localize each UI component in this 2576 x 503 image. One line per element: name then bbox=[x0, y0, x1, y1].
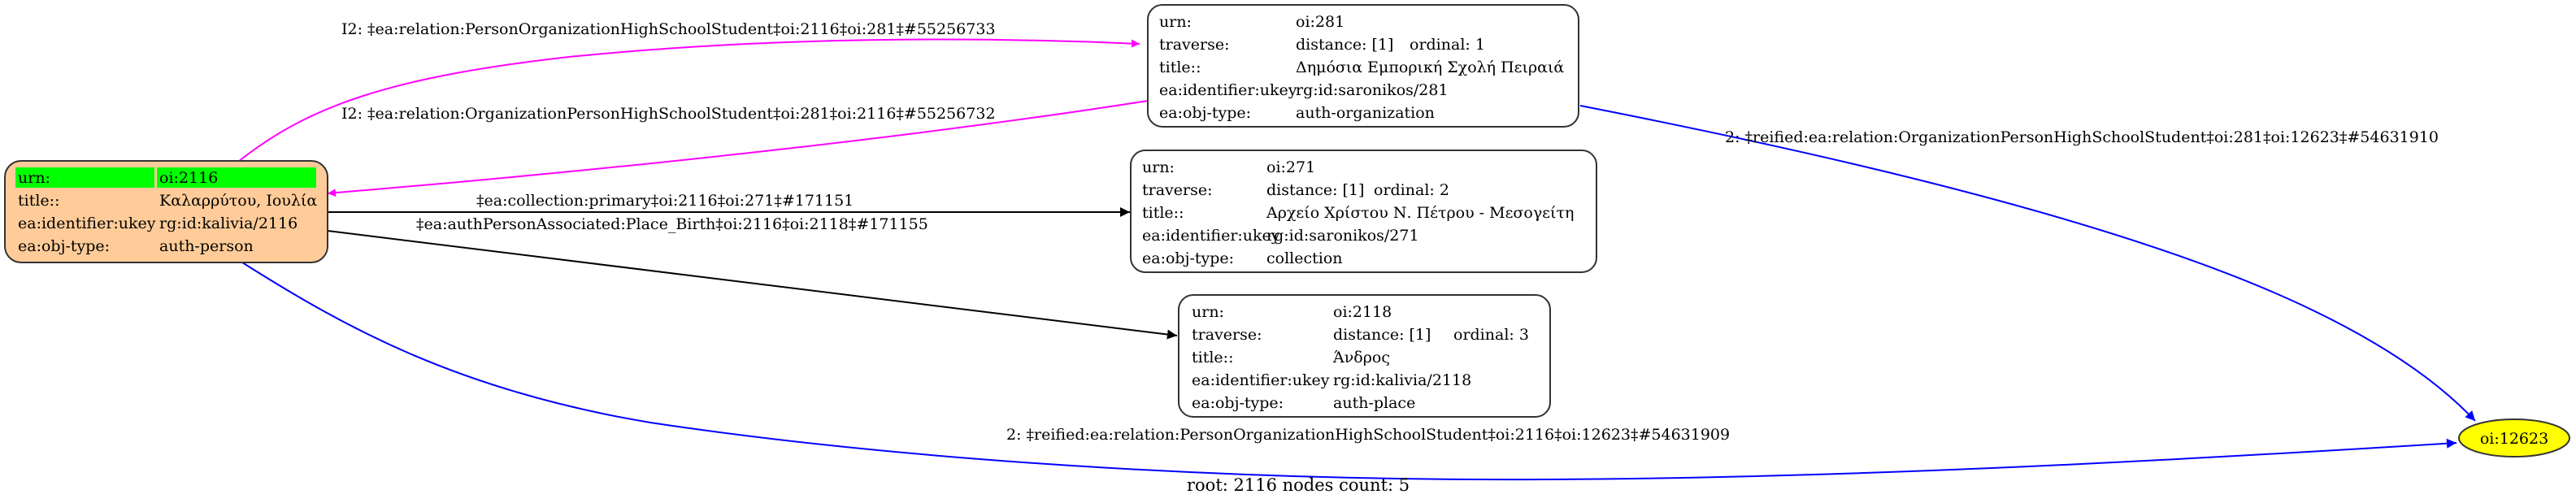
row-key: urn: bbox=[1142, 158, 1175, 176]
row-value: collection bbox=[1266, 249, 1343, 267]
row-value: Καλαρρύτου, Ιουλία bbox=[159, 192, 317, 210]
row-value: rg:id:saronikos/281 bbox=[1296, 81, 1449, 99]
edge-281-to-2116[interactable]: I2: ‡ea:relation:OrganizationPersonHighS… bbox=[327, 100, 1149, 197]
node-box bbox=[1130, 150, 1597, 273]
row-key: title:: bbox=[1159, 59, 1201, 76]
edge-line bbox=[327, 100, 1149, 197]
row-key: title:: bbox=[1142, 204, 1184, 222]
row-value: rg:id:saronikos/271 bbox=[1266, 227, 1419, 245]
row-value: auth-organization bbox=[1296, 104, 1435, 122]
row-key: ea:obj-type: bbox=[1192, 394, 1284, 412]
row-value: auth-place bbox=[1333, 394, 1415, 412]
row-key: ea:identifier:ukey bbox=[1192, 371, 1330, 389]
node-label: oi:12623 bbox=[2480, 430, 2548, 448]
row-key: urn: bbox=[1192, 303, 1224, 321]
row-value: auth-person bbox=[159, 237, 254, 255]
row-value: oi:281 bbox=[1296, 13, 1344, 31]
row-value: oi:2116 bbox=[159, 169, 218, 187]
row-extra: ordinal: 2 bbox=[1374, 181, 1449, 199]
row-value: distance: [1] bbox=[1333, 326, 1431, 344]
edge-label: I2: ‡ea:relation:OrganizationPersonHighS… bbox=[341, 105, 996, 123]
row-key: ea:identifier:ukey bbox=[1142, 227, 1280, 245]
row-value: Αρχείο Χρίστου Ν. Πέτρου - Μεσογείτη bbox=[1266, 204, 1574, 222]
row-key: ea:obj-type: bbox=[1159, 104, 1251, 122]
node-ellipse bbox=[2458, 418, 2570, 457]
edge-line bbox=[237, 38, 1140, 163]
edge-label: ‡ea:authPersonAssociated:Place_Birth‡oi:… bbox=[416, 215, 928, 233]
row-key: urn: bbox=[1159, 13, 1192, 31]
row-extra: ordinal: 3 bbox=[1453, 326, 1529, 344]
edge-label: 2: ‡reified:ea:relation:OrganizationPers… bbox=[1725, 128, 2439, 146]
row-extra: ordinal: 1 bbox=[1410, 36, 1485, 54]
row-value: Άνδρος bbox=[1332, 349, 1390, 366]
highlight-cell-value bbox=[157, 167, 316, 188]
edge-2116-to-281[interactable]: I2: ‡ea:relation:PersonOrganizationHighS… bbox=[237, 20, 1140, 163]
row-value: rg:id:kalivia/2118 bbox=[1333, 371, 1471, 389]
row-key: title:: bbox=[1192, 349, 1233, 366]
row-key: traverse: bbox=[1159, 36, 1230, 54]
highlight-cell-key bbox=[15, 167, 154, 188]
row-value: Δημόσια Εμπορική Σχολή Πειραιά bbox=[1296, 59, 1564, 76]
edge-281-to-12623[interactable]: 2: ‡reified:ea:relation:OrganizationPers… bbox=[1579, 105, 2476, 422]
node-box bbox=[1178, 294, 1551, 418]
edge-2116-to-12623[interactable]: 2: ‡reified:ea:relation:PersonOrganizati… bbox=[241, 262, 2457, 481]
node-box bbox=[1147, 4, 1579, 128]
row-key: ea:identifier:ukey bbox=[1159, 81, 1297, 99]
row-value: distance: [1] bbox=[1266, 181, 1364, 199]
edge-label: I2: ‡ea:relation:PersonOrganizationHighS… bbox=[341, 20, 996, 38]
row-value: oi:271 bbox=[1266, 158, 1315, 176]
graph-caption: root: 2116 nodes count: 5 bbox=[1187, 475, 1410, 495]
row-key: title:: bbox=[18, 192, 59, 210]
node-oi-2118[interactable]: urn: oi:2118 traverse: distance: [1] ord… bbox=[1178, 294, 1551, 418]
node-oi-281[interactable]: urn: oi:281 traverse: distance: [1] ordi… bbox=[1147, 4, 1579, 128]
edge-2116-to-2118[interactable]: ‡ea:authPersonAssociated:Place_Birth‡oi:… bbox=[327, 215, 1178, 340]
row-key: ea:obj-type: bbox=[18, 237, 110, 255]
edge-line bbox=[1579, 105, 2476, 422]
node-oi-271[interactable]: urn: oi:271 traverse: distance: [1] ordi… bbox=[1130, 150, 1597, 273]
row-key: ea:identifier:ukey bbox=[18, 215, 156, 232]
edge-2116-to-271[interactable]: ‡ea:collection:primary‡oi:2116‡oi:271‡#1… bbox=[328, 192, 1130, 217]
edge-line bbox=[327, 230, 1178, 340]
row-value: oi:2118 bbox=[1333, 303, 1392, 321]
row-value: distance: [1] bbox=[1296, 36, 1393, 54]
node-oi-12623[interactable]: oi:12623 bbox=[2458, 418, 2570, 457]
edge-label: ‡ea:collection:primary‡oi:2116‡oi:271‡#1… bbox=[476, 192, 854, 210]
edge-line bbox=[241, 262, 2457, 481]
edge-label: 2: ‡reified:ea:relation:PersonOrganizati… bbox=[1006, 426, 1730, 444]
row-value: rg:id:kalivia/2116 bbox=[159, 215, 298, 232]
row-key: ea:obj-type: bbox=[1142, 249, 1234, 267]
row-key: traverse: bbox=[1192, 326, 1262, 344]
row-key: urn: bbox=[18, 169, 50, 187]
row-key: traverse: bbox=[1142, 181, 1213, 199]
node-oi-2116[interactable]: urn: oi:2116 title:: Καλαρρύτου, Ιουλία … bbox=[4, 160, 328, 263]
